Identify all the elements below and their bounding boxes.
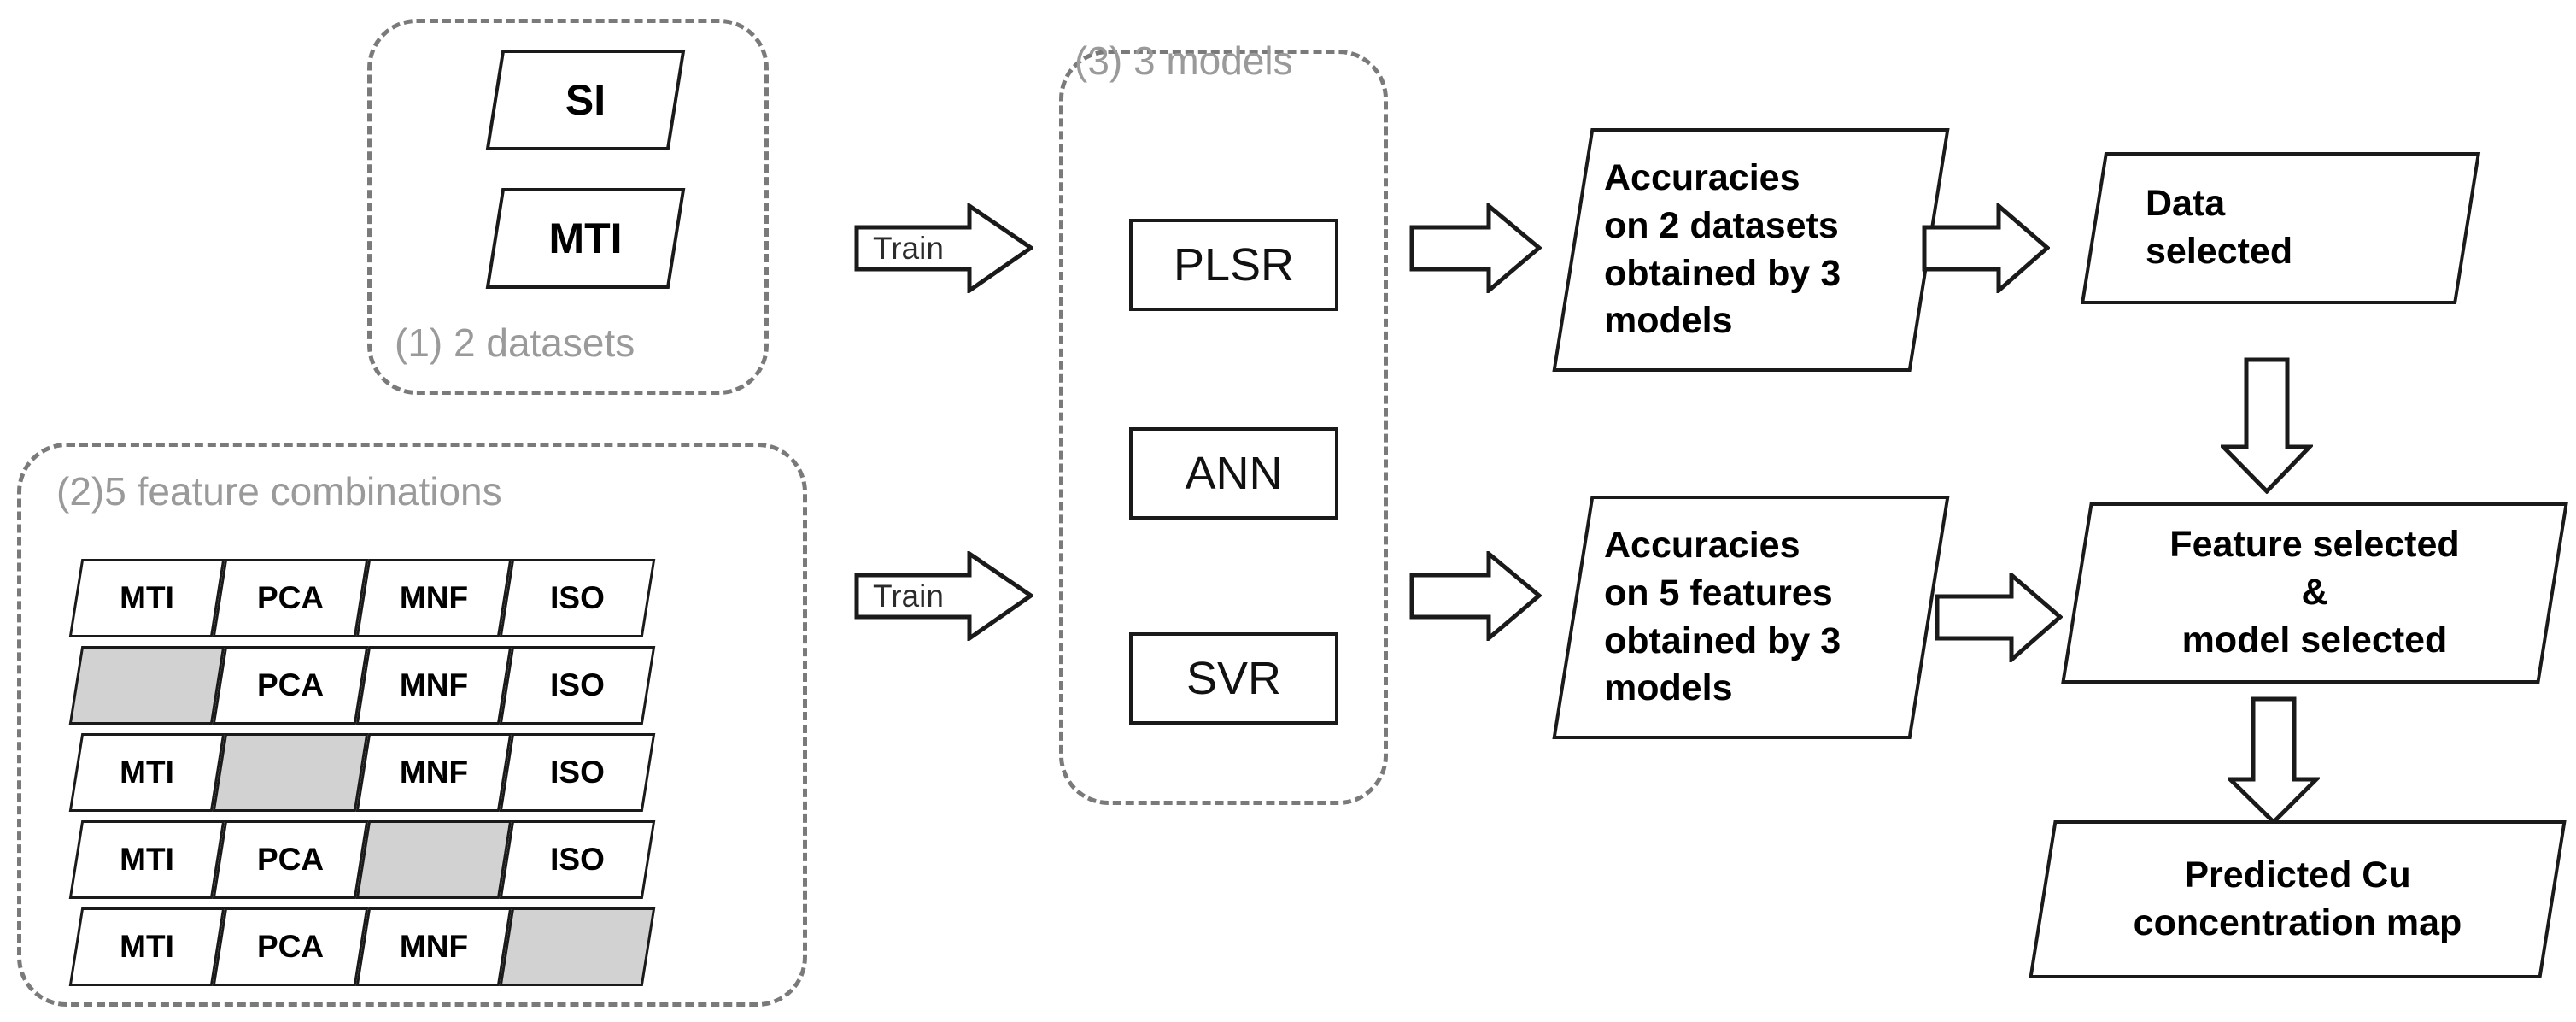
feature-cell-label: ISO bbox=[550, 754, 605, 790]
dataset-si: SI bbox=[485, 50, 686, 150]
accuracies-datasets-box: Accuracies on 2 datasets obtained by 3 m… bbox=[1552, 128, 1950, 372]
feature-cell: MTI bbox=[68, 733, 225, 812]
model-svr: SVR bbox=[1129, 632, 1338, 725]
feature-cell: MTI bbox=[68, 820, 225, 899]
model-plsr: PLSR bbox=[1129, 219, 1338, 311]
feature-cell-label: PCA bbox=[256, 667, 325, 702]
feature-cell-label: MNF bbox=[399, 928, 469, 964]
train-arrow-top: Train bbox=[854, 203, 1033, 293]
feature-cell-label bbox=[221, 736, 360, 809]
feature-cell: PCA bbox=[212, 646, 369, 725]
feature-cell: ISO bbox=[499, 559, 656, 637]
feature-cell-label: ISO bbox=[550, 667, 605, 702]
feature-model-selected-box: Feature selected & model selected bbox=[2061, 502, 2568, 684]
feature-model-selected-label: Feature selected & model selected bbox=[2169, 524, 2460, 661]
feature-cell-label: MTI bbox=[120, 841, 174, 877]
feature-cell-label: MNF bbox=[399, 667, 469, 702]
arrow-accuracies-to-feature-selected bbox=[1935, 573, 2063, 662]
feature-cell-label: MTI bbox=[120, 928, 174, 964]
accuracies-features-label: Accuracies on 5 features obtained by 3 m… bbox=[1604, 524, 1841, 709]
feature-cell-label: MTI bbox=[120, 754, 174, 790]
train-arrow-bottom: Train bbox=[854, 551, 1033, 641]
feature-cell: ISO bbox=[499, 733, 656, 812]
train-arrow-bottom-label: Train bbox=[873, 578, 944, 614]
feature-cell-label: MNF bbox=[399, 754, 469, 790]
model-svr-label: SVR bbox=[1186, 653, 1282, 704]
data-selected-label: Data selected bbox=[2146, 183, 2293, 272]
group-datasets bbox=[367, 19, 769, 395]
model-ann: ANN bbox=[1129, 427, 1338, 520]
dataset-mti-label: MTI bbox=[548, 214, 623, 262]
arrow-feature-to-predicted-map bbox=[2228, 696, 2320, 825]
feature-cell-empty bbox=[355, 820, 512, 899]
dataset-mti: MTI bbox=[485, 188, 686, 289]
arrow-data-to-feature-selected bbox=[2221, 357, 2313, 494]
feature-cell-label: ISO bbox=[550, 579, 605, 615]
feature-cell-label: PCA bbox=[256, 928, 325, 964]
accuracies-features-box: Accuracies on 5 features obtained by 3 m… bbox=[1552, 496, 1950, 739]
group-features bbox=[17, 443, 807, 1007]
feature-cell-label: MNF bbox=[399, 579, 469, 615]
feature-cell: PCA bbox=[212, 559, 369, 637]
feature-cell-label: ISO bbox=[550, 841, 605, 877]
feature-cell: MTI bbox=[68, 907, 225, 986]
feature-cell: PCA bbox=[212, 820, 369, 899]
arrow-accuracies-to-data-selected bbox=[1922, 203, 2050, 293]
group-models-label: (3) 3 models bbox=[1074, 38, 1293, 83]
feature-cell: PCA bbox=[212, 907, 369, 986]
data-selected-box: Data selected bbox=[2080, 152, 2481, 304]
feature-cell: ISO bbox=[499, 820, 656, 899]
accuracies-datasets-label: Accuracies on 2 datasets obtained by 3 m… bbox=[1604, 156, 1841, 342]
feature-cell: MNF bbox=[355, 559, 512, 637]
feature-cell-empty bbox=[68, 646, 225, 725]
feature-cell-label bbox=[508, 910, 647, 984]
arrow-models-to-accuracies-bottom bbox=[1409, 551, 1542, 641]
feature-cell: MTI bbox=[68, 559, 225, 637]
feature-cell-empty bbox=[212, 733, 369, 812]
feature-cell-label: PCA bbox=[256, 579, 325, 615]
feature-cell-label bbox=[78, 649, 216, 722]
group-models bbox=[1059, 50, 1388, 805]
feature-cell-label: PCA bbox=[256, 841, 325, 877]
train-arrow-top-label: Train bbox=[873, 230, 944, 266]
predicted-map-box: Predicted Cu concentration map bbox=[2029, 820, 2567, 978]
arrow-models-to-accuracies-top bbox=[1409, 203, 1542, 293]
feature-cell-label: MTI bbox=[120, 579, 174, 615]
feature-cell-empty bbox=[499, 907, 656, 986]
group-features-label: (2)5 feature combinations bbox=[56, 469, 502, 514]
feature-cell: MNF bbox=[355, 907, 512, 986]
feature-cell: ISO bbox=[499, 646, 656, 725]
feature-cell: MNF bbox=[355, 646, 512, 725]
feature-cell: MNF bbox=[355, 733, 512, 812]
feature-cell-label bbox=[365, 823, 503, 896]
predicted-map-label: Predicted Cu concentration map bbox=[2133, 854, 2462, 943]
model-plsr-label: PLSR bbox=[1173, 239, 1295, 291]
model-ann-label: ANN bbox=[1185, 448, 1283, 499]
dataset-si-label: SI bbox=[565, 75, 606, 124]
group-datasets-label: (1) 2 datasets bbox=[395, 320, 635, 365]
